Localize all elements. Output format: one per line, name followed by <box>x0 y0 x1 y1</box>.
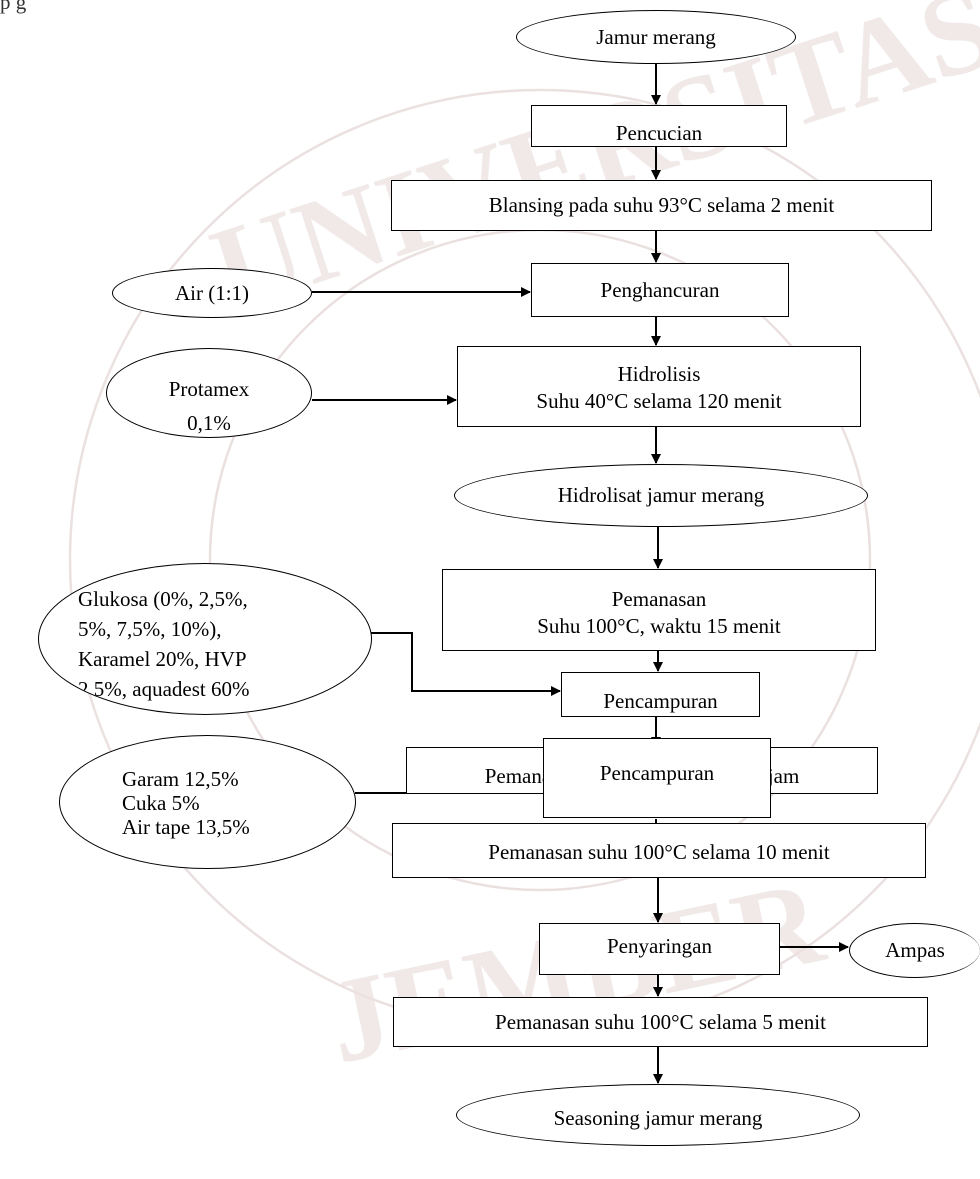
top-cut-text: p g <box>0 0 27 14</box>
node-label: Air tape 13,5% <box>122 815 250 839</box>
process-box-pencampuran-1: Pencampuran <box>561 672 760 717</box>
node-label: Suhu 100°C, waktu 15 menit <box>537 614 781 638</box>
node-label: Pemanasan <box>611 587 707 611</box>
end-ellipse-seasoning: Seasoning jamur merang <box>456 1084 860 1146</box>
node-label: 0,1% <box>187 411 231 435</box>
node-label: Jamur merang <box>596 25 716 49</box>
product-ellipse-hidrolisat: Hidrolisat jamur merang <box>454 464 868 527</box>
node-label: Pemanasan suhu 100°C selama 5 menit <box>495 1010 826 1034</box>
node-label: Suhu 40°C selama 120 menit <box>536 389 782 413</box>
input-ellipse-air: Air (1:1) <box>112 268 312 318</box>
node-label: Protamex <box>168 377 250 401</box>
node-label: Pencampuran <box>603 689 718 713</box>
process-box-pemanasan-15-menit: Pemanasan Suhu 100°C, waktu 15 menit <box>442 569 876 651</box>
process-box-hidrolisis: Hidrolisis Suhu 40°C selama 120 menit <box>457 346 861 427</box>
process-box-pemanasan-10-menit: Pemanasan suhu 100°C selama 10 menit <box>392 823 926 878</box>
node-label: 2,5%, aquadest 60% <box>78 677 250 701</box>
node-label: Karamel 20%, HVP <box>78 647 247 671</box>
node-label: Pencucian <box>615 121 703 145</box>
node-label: Garam 12,5% <box>122 767 239 791</box>
input-ellipse-protamex: Protamex 0,1% <box>106 348 312 438</box>
node-label: Air (1:1) <box>174 281 250 305</box>
node-label: Cuka 5% <box>122 791 200 815</box>
node-label: Penyaringan <box>607 934 712 958</box>
node-label: Seasoning jamur merang <box>553 1106 763 1130</box>
node-label: Ampas <box>885 938 945 962</box>
node-label: 5%, 7,5%, 10%), <box>78 617 222 641</box>
node-label: Pencampuran <box>599 761 715 785</box>
node-label: Blansing pada suhu 93°C selama 2 menit <box>488 193 835 217</box>
node-label: Penghancuran <box>600 278 720 302</box>
process-box-pencucian: Pencucian <box>531 105 787 147</box>
node-label: Hidrolisis <box>617 362 701 386</box>
process-box-pemanasan-5-menit: Pemanasan suhu 100°C selama 5 menit <box>393 997 928 1047</box>
node-label: Hidrolisat jamur merang <box>557 483 765 507</box>
process-box-blansing: Blansing pada suhu 93°C selama 2 menit <box>391 180 932 231</box>
input-ellipse-glukosa: Glukosa (0%, 2,5%, 5%, 7,5%, 10%), Karam… <box>38 563 372 715</box>
input-ellipse-garam: Garam 12,5% Cuka 5% Air tape 13,5% <box>59 735 356 869</box>
start-ellipse-jamur-merang: Jamur merang <box>516 10 796 64</box>
output-ellipse-ampas: Ampas <box>849 923 980 978</box>
process-box-pencampuran-2: Pencampuran <box>543 738 771 818</box>
node-label: Glukosa (0%, 2,5%, <box>78 587 248 611</box>
node-label: Pemanasan suhu 100°C selama 10 menit <box>488 840 830 864</box>
arrow-glukosa-to-pencampuran <box>370 632 561 696</box>
process-box-penghancuran: Penghancuran <box>531 263 789 317</box>
process-box-penyaringan: Penyaringan <box>539 923 780 975</box>
